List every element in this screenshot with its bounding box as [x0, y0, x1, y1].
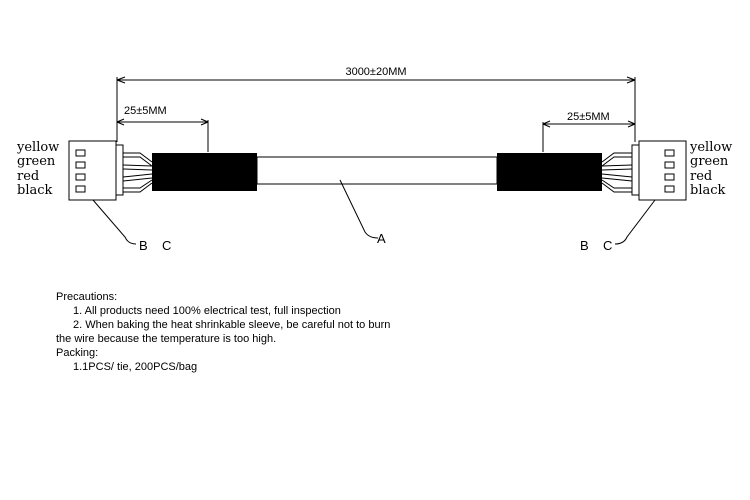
right-wire-label-black: black [690, 183, 726, 198]
right-strip-label: 25±5MM [567, 111, 610, 123]
right-callout-b: B [580, 238, 589, 253]
left-connector-housing [68, 140, 124, 201]
right-wire-label-red: red [690, 169, 712, 184]
right-callout-c: C [603, 238, 612, 253]
overall-length-label: 3000±20MM [345, 66, 406, 78]
packing-item: 1.1PCS/ tie, 200PCS/bag [73, 361, 198, 373]
left-wire-label-red: red [17, 169, 39, 184]
precaution-item-1: 1. All products need 100% electrical tes… [73, 305, 341, 317]
right-wires [601, 152, 633, 193]
precaution-item-2-line-1: 2. When baking the heat shrinkable sleev… [73, 319, 391, 331]
left-wire-label-black: black [17, 183, 53, 198]
right-wire-label-yellow: yellow [689, 140, 732, 155]
main-cable [256, 156, 498, 185]
precautions-title: Precautions: [56, 291, 118, 303]
cable-callout-a: A [377, 231, 386, 246]
overall-dimension [116, 76, 636, 142]
left-wire-label-green: green [17, 154, 56, 169]
leader-lines [92, 179, 656, 245]
notes-block: Precautions: 1. All products need 100% e… [56, 290, 476, 374]
right-wire-label-green: green [690, 154, 729, 169]
left-wire-label-yellow: yellow [16, 140, 59, 155]
left-wires [122, 152, 153, 193]
right-connector-housing [631, 140, 687, 201]
packing-title: Packing: [56, 347, 99, 359]
left-callout-b: B [139, 238, 148, 253]
left-callout-c: C [162, 238, 171, 253]
left-strip-dimension [116, 118, 209, 152]
right-heat-shrink-sleeve [497, 153, 602, 191]
left-heat-shrink-sleeve [152, 153, 257, 191]
precaution-item-2-line-2: the wire because the temperature is too … [56, 333, 277, 345]
right-strip-dimension [542, 120, 636, 152]
left-strip-label: 25±5MM [124, 105, 167, 117]
